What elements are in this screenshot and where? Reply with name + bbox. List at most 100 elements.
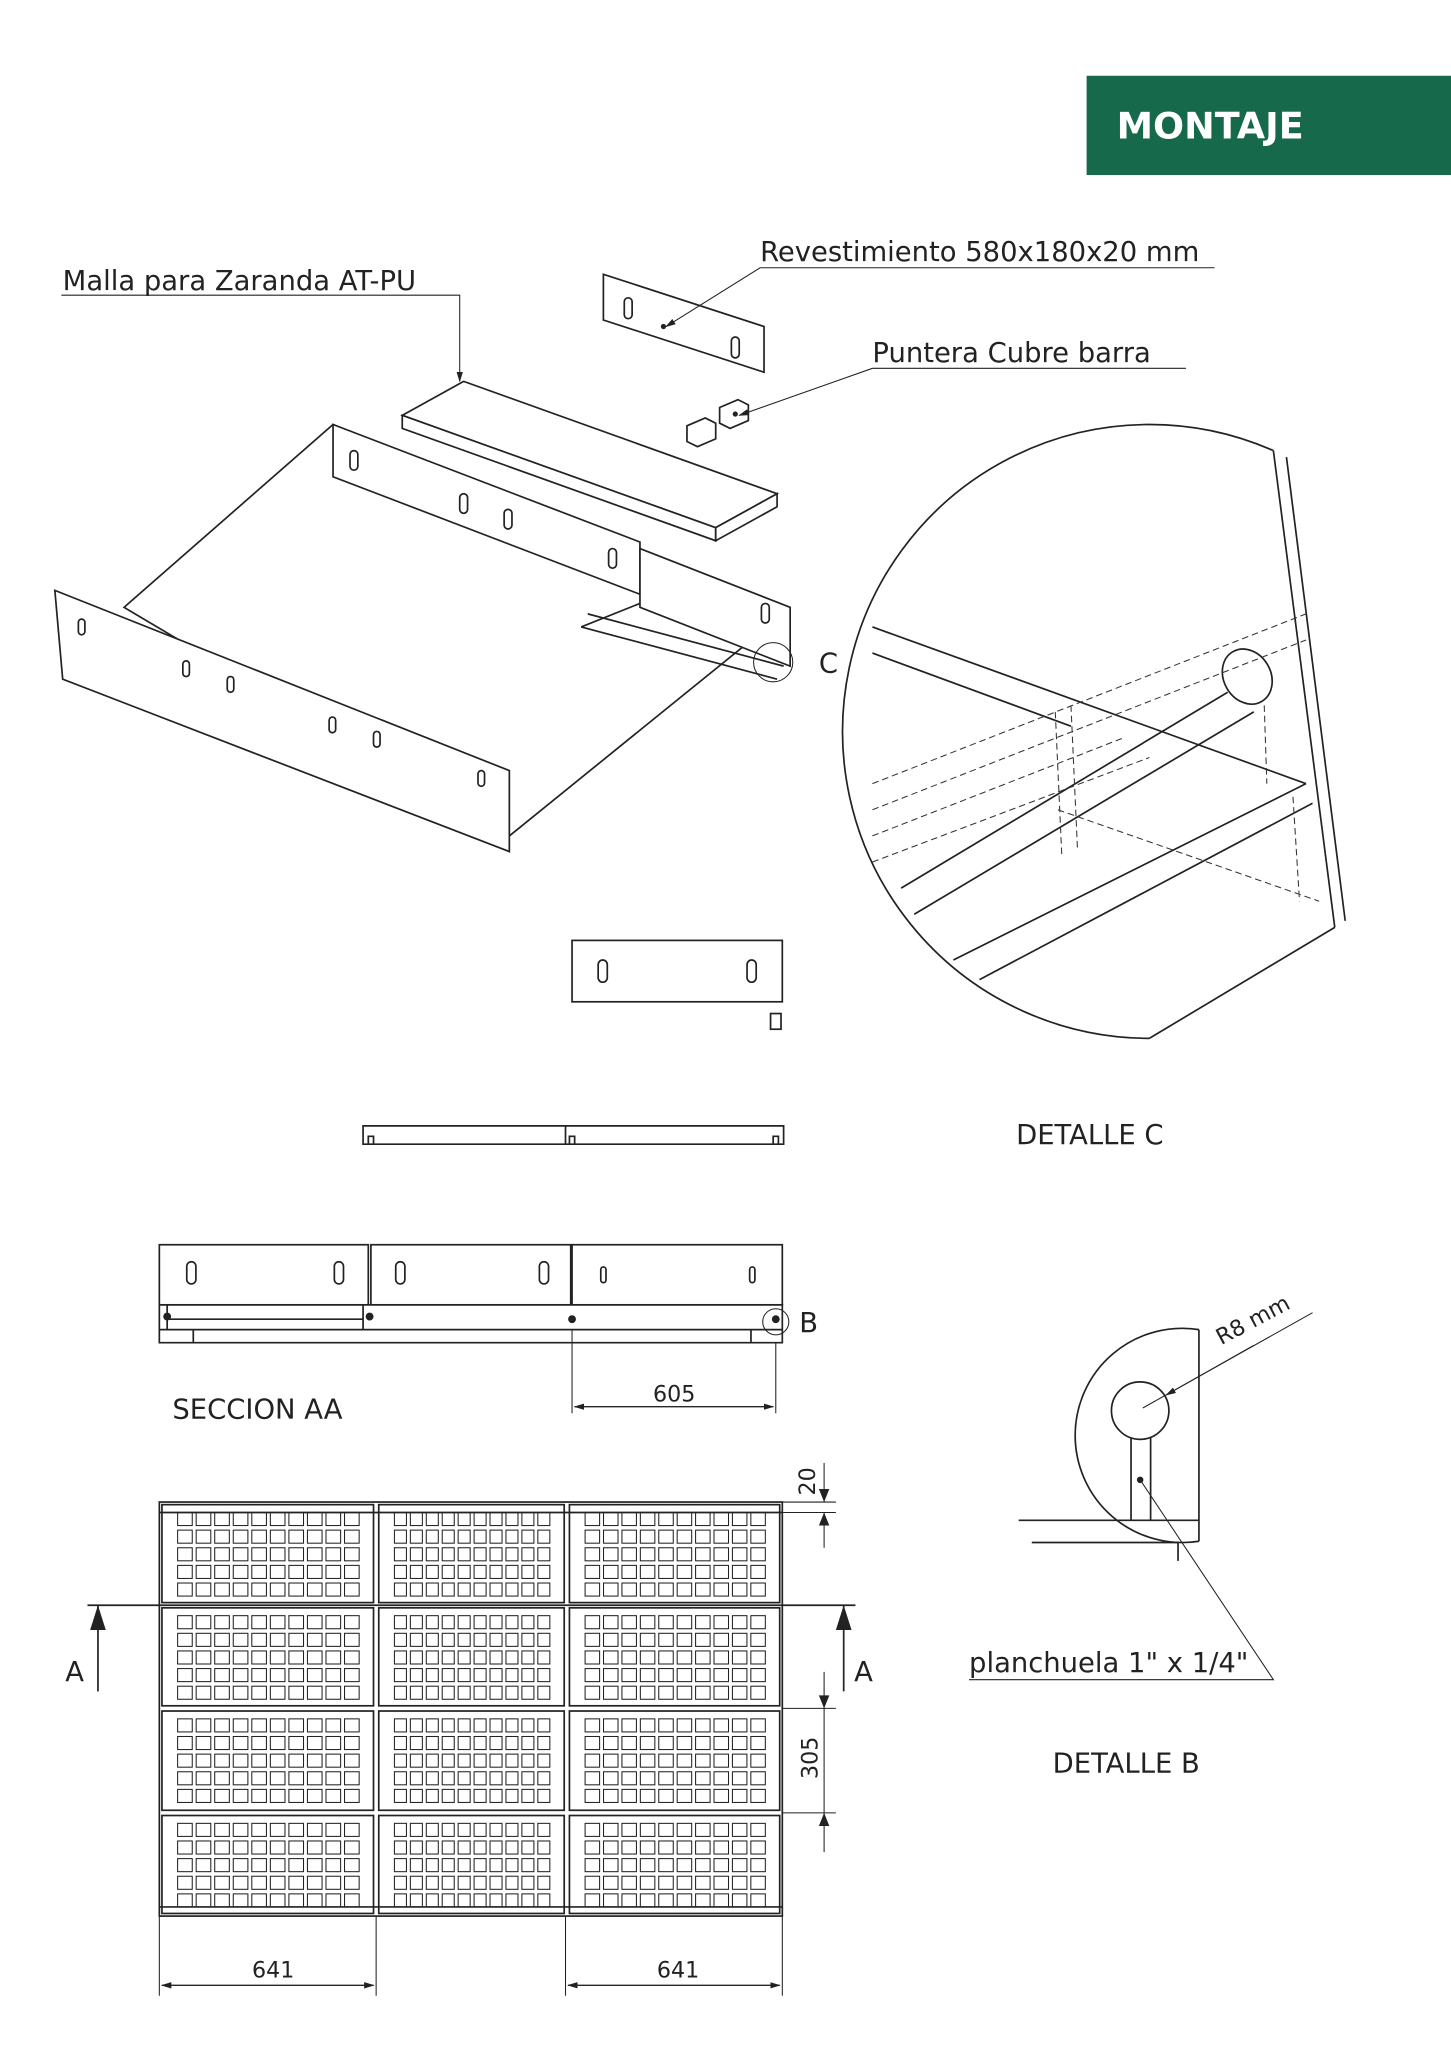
- mesh-opening: [457, 1547, 471, 1562]
- mesh-opening: [521, 1650, 535, 1665]
- mesh-opening: [441, 1735, 455, 1751]
- mesh-opening: [306, 1753, 323, 1768]
- mesh-opening: [457, 1840, 471, 1855]
- mesh-opening: [306, 1564, 323, 1579]
- mesh-opening: [195, 1582, 212, 1597]
- mesh-opening: [288, 1858, 305, 1873]
- mesh-opening: [731, 1650, 748, 1665]
- mesh-opening: [731, 1582, 748, 1597]
- mesh-opening: [695, 1718, 711, 1733]
- mesh-opening: [457, 1615, 471, 1630]
- mesh-opening: [521, 1582, 535, 1597]
- mesh-opening: [306, 1685, 323, 1700]
- mesh-opening: [232, 1511, 249, 1527]
- mesh-opening: [602, 1858, 619, 1873]
- mesh-opening: [325, 1668, 342, 1683]
- mesh-opening: [584, 1875, 601, 1890]
- mesh-opening: [177, 1668, 193, 1683]
- mesh-opening: [457, 1875, 471, 1890]
- mesh-opening: [195, 1650, 212, 1665]
- mesh-opening: [713, 1735, 730, 1751]
- mesh-opening: [505, 1582, 519, 1597]
- mesh-opening: [750, 1511, 766, 1527]
- mesh-opening: [441, 1511, 455, 1527]
- detalle-b-title: DETALLE B: [1053, 1748, 1200, 1779]
- mesh-opening: [306, 1771, 323, 1786]
- mesh-opening: [505, 1875, 519, 1890]
- mesh-opening: [695, 1822, 711, 1837]
- mesh-opening: [731, 1875, 748, 1890]
- mesh-opening: [409, 1822, 423, 1837]
- mesh-opening: [306, 1511, 323, 1527]
- mesh-opening: [731, 1564, 748, 1579]
- mesh-opening: [713, 1564, 730, 1579]
- mesh-opening: [306, 1529, 323, 1544]
- mesh-opening: [441, 1840, 455, 1855]
- mesh-opening: [214, 1822, 230, 1837]
- detail-c-marker: C: [819, 649, 838, 680]
- mesh-opening: [393, 1753, 407, 1768]
- mesh-panel: [568, 1814, 781, 1915]
- mesh-opening: [288, 1893, 305, 1908]
- mesh-opening: [521, 1632, 535, 1647]
- mesh-opening: [409, 1650, 423, 1665]
- mesh-opening: [750, 1718, 766, 1733]
- mesh-panel: [161, 1503, 375, 1604]
- mesh-opening: [695, 1753, 711, 1768]
- mesh-opening: [195, 1529, 212, 1544]
- mesh-opening: [232, 1650, 249, 1665]
- mesh-opening: [621, 1668, 637, 1683]
- mesh-opening: [505, 1650, 519, 1665]
- mesh-opening: [658, 1788, 674, 1803]
- mesh-opening: [676, 1753, 693, 1768]
- mesh-opening: [232, 1615, 249, 1630]
- mesh-opening: [344, 1753, 360, 1768]
- mesh-opening: [639, 1529, 656, 1544]
- mesh-opening: [177, 1858, 193, 1873]
- mesh-opening: [214, 1564, 230, 1579]
- mesh-opening: [713, 1893, 730, 1908]
- mesh-opening: [621, 1858, 637, 1873]
- mesh-opening: [214, 1547, 230, 1562]
- mesh-opening: [676, 1564, 693, 1579]
- mesh-opening: [489, 1771, 503, 1786]
- mesh-opening: [195, 1875, 212, 1890]
- mesh-opening: [325, 1718, 342, 1733]
- dim-641-left: 641: [252, 1957, 294, 1983]
- mesh-opening: [457, 1718, 471, 1733]
- mesh-opening: [695, 1632, 711, 1647]
- mesh-opening: [251, 1840, 267, 1855]
- mesh-opening: [473, 1858, 487, 1873]
- mesh-opening: [489, 1632, 503, 1647]
- mesh-opening: [214, 1582, 230, 1597]
- mesh-opening: [344, 1547, 360, 1562]
- mesh-opening: [306, 1668, 323, 1683]
- mesh-opening: [457, 1771, 471, 1786]
- planchuela-label: planchuela 1" x 1/4": [969, 1648, 1248, 1679]
- mesh-opening: [306, 1788, 323, 1803]
- mesh-opening: [251, 1771, 267, 1786]
- mesh-opening: [232, 1858, 249, 1873]
- mesh-opening: [473, 1547, 487, 1562]
- mesh-opening: [195, 1615, 212, 1630]
- mesh-opening: [232, 1893, 249, 1908]
- mesh-opening: [750, 1858, 766, 1873]
- mesh-opening: [306, 1893, 323, 1908]
- mesh-opening: [409, 1753, 423, 1768]
- mesh-opening: [425, 1753, 439, 1768]
- mesh-opening: [457, 1685, 471, 1700]
- mesh-opening: [473, 1771, 487, 1786]
- mesh-opening: [621, 1753, 637, 1768]
- mesh-opening: [325, 1511, 342, 1527]
- mesh-opening: [473, 1582, 487, 1597]
- mesh-opening: [750, 1564, 766, 1579]
- mesh-opening: [177, 1529, 193, 1544]
- mesh-opening: [602, 1735, 619, 1751]
- mesh-opening: [621, 1564, 637, 1579]
- mesh-opening: [473, 1893, 487, 1908]
- mesh-opening: [393, 1632, 407, 1647]
- mesh-opening: [695, 1582, 711, 1597]
- mesh-opening: [489, 1564, 503, 1579]
- mesh-opening: [344, 1564, 360, 1579]
- mesh-opening: [425, 1875, 439, 1890]
